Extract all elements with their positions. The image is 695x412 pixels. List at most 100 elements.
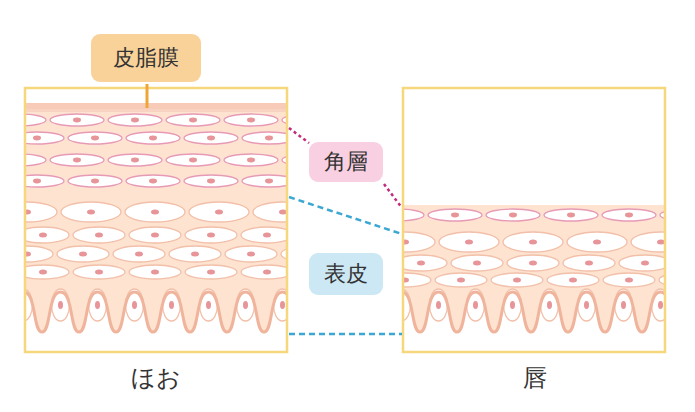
cell	[166, 154, 220, 166]
nucleus	[39, 233, 47, 238]
cell	[403, 255, 447, 271]
cell	[602, 209, 656, 221]
lip-skin	[403, 205, 665, 352]
basal-cell	[237, 289, 255, 321]
nucleus	[280, 301, 285, 309]
nucleus	[91, 136, 99, 141]
cheek-frame	[25, 88, 287, 352]
nucleus	[473, 301, 478, 309]
cell	[619, 255, 665, 271]
sebum-leader	[146, 84, 149, 108]
cell	[507, 255, 559, 271]
cell	[25, 175, 64, 187]
nucleus	[473, 261, 481, 266]
basal-cell	[200, 289, 218, 321]
cell	[57, 246, 109, 262]
basal-cell	[504, 289, 522, 321]
corneum-label: 角層	[309, 142, 383, 182]
cell	[184, 175, 238, 187]
basal-cell	[615, 289, 633, 321]
basement-membrane	[403, 292, 665, 332]
cell	[428, 209, 482, 221]
lip-frame	[403, 88, 665, 352]
cell	[68, 175, 122, 187]
cell	[631, 232, 665, 252]
nucleus	[509, 213, 517, 218]
cell	[403, 273, 431, 287]
nucleus	[207, 233, 215, 238]
cell	[25, 227, 69, 243]
nucleus	[91, 179, 99, 184]
nucleus	[547, 301, 552, 309]
cell	[126, 132, 180, 144]
cell	[129, 227, 181, 243]
nucleus	[131, 158, 139, 163]
cell	[169, 246, 221, 262]
cell	[73, 265, 125, 279]
nucleus	[247, 252, 255, 257]
cell	[185, 265, 237, 279]
sebum-film	[25, 103, 287, 109]
cell	[486, 209, 540, 221]
cheek-skin	[25, 103, 287, 352]
cell	[108, 154, 162, 166]
cheek-caption: ほお	[131, 362, 181, 394]
nucleus	[169, 301, 174, 309]
nucleus	[457, 278, 465, 283]
cell	[224, 154, 278, 166]
cell	[61, 202, 121, 222]
cell	[126, 175, 180, 187]
basal-cell	[163, 289, 181, 321]
nucleus	[585, 261, 593, 266]
nucleus	[584, 301, 589, 309]
cell	[242, 175, 287, 187]
cell	[563, 255, 615, 271]
cell	[253, 202, 287, 222]
nucleus	[33, 136, 41, 141]
cell	[50, 154, 104, 166]
nucleus	[149, 179, 157, 184]
nucleus	[207, 136, 215, 141]
nucleus	[215, 210, 223, 215]
nucleus	[135, 252, 143, 257]
nucleus	[189, 158, 197, 163]
corneum-leader	[289, 128, 309, 143]
cell	[567, 232, 627, 252]
nucleus	[39, 270, 47, 275]
basal-cell	[467, 289, 485, 321]
nucleus	[625, 278, 633, 283]
nucleus	[151, 233, 159, 238]
nucleus	[265, 136, 273, 141]
cell	[503, 232, 563, 252]
cell	[403, 232, 435, 252]
label-text: 角層	[324, 149, 368, 174]
nucleus	[658, 301, 663, 309]
cell	[185, 227, 237, 243]
cell	[224, 114, 278, 126]
nucleus	[95, 301, 100, 309]
nucleus	[513, 278, 521, 283]
corneum-leader	[384, 184, 402, 208]
cell	[547, 273, 599, 287]
cell	[403, 209, 424, 221]
cell	[25, 202, 57, 222]
basal-cell	[126, 289, 144, 321]
cell	[50, 114, 104, 126]
nucleus	[151, 210, 159, 215]
nucleus	[465, 240, 473, 245]
nucleus	[149, 136, 157, 141]
cell	[225, 246, 277, 262]
nucleus	[593, 240, 601, 245]
nucleus	[265, 179, 273, 184]
nucleus	[569, 278, 577, 283]
cell	[25, 132, 64, 144]
cell	[241, 265, 287, 279]
nucleus	[243, 301, 248, 309]
nucleus	[95, 233, 103, 238]
nucleus	[58, 301, 63, 309]
nucleus	[263, 233, 271, 238]
nucleus	[207, 179, 215, 184]
nucleus	[207, 270, 215, 275]
nucleus	[529, 261, 537, 266]
